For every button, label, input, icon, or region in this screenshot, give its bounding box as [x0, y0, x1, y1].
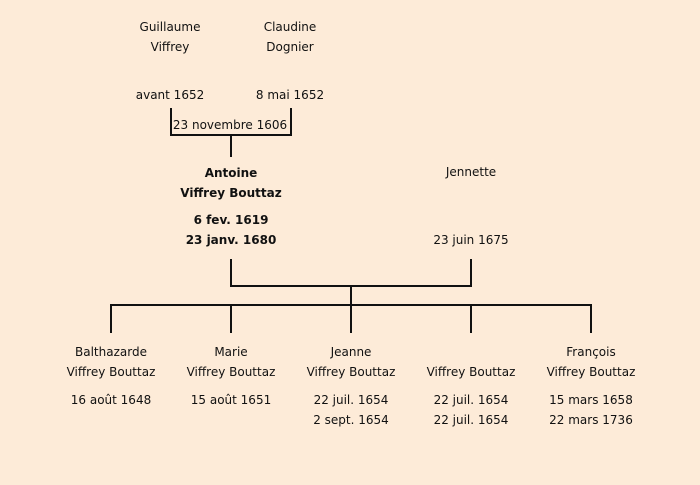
connector-line [470, 304, 472, 333]
connector-line [590, 304, 592, 333]
connector-line [110, 304, 112, 333]
connector-line [350, 304, 352, 333]
child-card[interactable]: Marie Viffrey Bouttaz 15 août 1651 [186, 345, 276, 407]
mother-death: 8 mai 1652 [255, 88, 325, 102]
father-name[interactable]: Guillaume Viffrey [139, 20, 201, 54]
spouse-name[interactable]: Jennette [445, 165, 497, 179]
child-card[interactable]: Jeanne Viffrey Bouttaz 22 juil. 1654 2 s… [306, 345, 396, 427]
parents-marriage-date: 23 novembre 1606 [172, 118, 288, 132]
subject-dates: 6 fev. 1619 23 janv. 1680 [185, 213, 277, 247]
child-card[interactable]: Viffrey Bouttaz 22 juil. 1654 22 juil. 1… [426, 365, 516, 427]
child-card[interactable]: François Viffrey Bouttaz 15 mars 1658 22… [546, 345, 636, 427]
connector-line [470, 259, 472, 287]
mother-name[interactable]: Claudine Dognier [263, 20, 317, 54]
father-death: avant 1652 [135, 88, 205, 102]
connector-line [230, 259, 232, 287]
connector-line [170, 108, 172, 136]
child-card[interactable]: Balthazarde Viffrey Bouttaz 16 août 1648 [66, 345, 156, 407]
connector-line [350, 285, 352, 305]
connector-line [290, 108, 292, 136]
spouse-death: 23 juin 1675 [433, 233, 509, 247]
connector-line [230, 304, 232, 333]
connector-line [230, 134, 232, 157]
subject-name[interactable]: Antoine Viffrey Bouttaz [180, 166, 282, 200]
